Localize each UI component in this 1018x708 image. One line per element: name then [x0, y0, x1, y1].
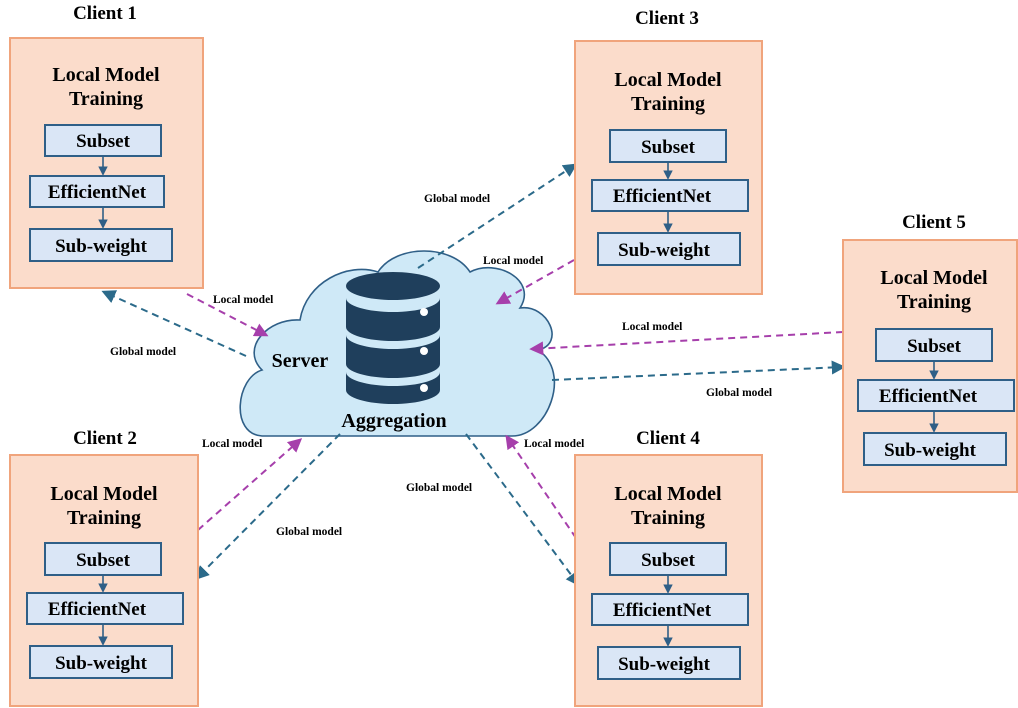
- local-model-arrow-client-3: [495, 259, 575, 305]
- global-model-label-client-1: Global model: [110, 346, 176, 358]
- client-title: Client 3: [635, 8, 699, 29]
- efficientnet-label: EfficientNet: [613, 600, 712, 621]
- client-2: Client 2 Local Model Training Subset Eff…: [9, 428, 199, 707]
- global-model-label-client-2: Global model: [276, 526, 342, 538]
- panel-title-line-1: Local Model: [614, 69, 722, 91]
- sub-weight-label: Sub-weight: [884, 440, 977, 461]
- sub-weight-box: [597, 646, 741, 680]
- connections: [101, 163, 846, 587]
- local-model-label-client-5: Local model: [622, 321, 682, 333]
- local-model-arrow-client-2: [197, 438, 303, 531]
- local-model-label-client-4: Local model: [524, 438, 584, 450]
- panel-title-line-2: Training: [631, 507, 705, 529]
- global-model-arrow-client-2: [195, 433, 341, 580]
- sub-weight-label: Sub-weight: [618, 654, 711, 675]
- efficientnet-label: EfficientNet: [48, 182, 147, 203]
- efficientnet-label: EfficientNet: [879, 386, 978, 407]
- global-model-arrow-client-1: [101, 290, 247, 357]
- efficientnet-box: [591, 179, 749, 212]
- local-model-label-client-2: Local model: [202, 438, 262, 450]
- local-model-label-client-1: Local model: [213, 294, 273, 306]
- sub-weight-label: Sub-weight: [55, 236, 148, 257]
- subset-box: [609, 542, 727, 576]
- subset-label: Subset: [76, 550, 131, 571]
- panel-title-line-1: Local Model: [880, 267, 988, 289]
- panel-title-line-2: Training: [631, 93, 705, 115]
- panel-title-line-2: Training: [69, 88, 143, 110]
- panel-title-line-2: Training: [67, 507, 141, 529]
- subset-label: Subset: [641, 137, 696, 158]
- sub-weight-label: Sub-weight: [55, 653, 148, 674]
- client-title: Client 2: [73, 428, 137, 449]
- panel-title-line-1: Local Model: [52, 64, 160, 86]
- sub-weight-box: [29, 645, 173, 679]
- global-model-label-client-3: Global model: [424, 193, 490, 205]
- database-icon: [346, 272, 440, 404]
- sub-weight-box: [597, 232, 741, 266]
- local-model-arrow-client-4: [505, 434, 577, 539]
- efficientnet-label: EfficientNet: [613, 186, 712, 207]
- efficientnet-label: EfficientNet: [48, 599, 147, 620]
- subset-label: Subset: [907, 336, 962, 357]
- local-model-arrow-client-5: [529, 331, 844, 356]
- client-title: Client 5: [902, 212, 966, 233]
- sub-weight-box: [863, 432, 1007, 466]
- efficientnet-box: [29, 175, 165, 208]
- subset-box: [44, 542, 162, 576]
- client-4: Client 4 Local Model Training Subset Eff…: [574, 428, 763, 707]
- local-model-arrow-client-1: [186, 293, 269, 337]
- subset-box: [44, 124, 162, 157]
- efficientnet-box: [591, 593, 749, 626]
- panel-title-line-2: Training: [897, 291, 971, 313]
- global-model-arrow-client-3: [417, 163, 578, 269]
- global-model-arrow-client-4: [465, 433, 580, 587]
- local-model-label-client-3: Local model: [483, 255, 543, 267]
- panel-title-line-1: Local Model: [50, 483, 158, 505]
- server-subtitle: Aggregation: [341, 410, 446, 432]
- subset-box: [875, 328, 993, 362]
- client-title: Client 1: [73, 3, 137, 24]
- sub-weight-box: [29, 228, 173, 262]
- client-3: Client 3 Local Model Training Subset Eff…: [574, 8, 763, 295]
- global-model-arrow-client-5: [551, 360, 846, 381]
- subset-box: [609, 129, 727, 163]
- efficientnet-box: [857, 379, 1015, 412]
- subset-label: Subset: [76, 131, 131, 152]
- global-model-label-client-5: Global model: [706, 387, 772, 399]
- efficientnet-box: [26, 592, 184, 625]
- server-cloud: Server Aggregation: [239, 250, 556, 437]
- subset-label: Subset: [641, 550, 696, 571]
- client-title: Client 4: [636, 428, 700, 449]
- server-title: Server: [272, 350, 329, 372]
- client-5: Client 5 Local Model Training Subset Eff…: [842, 212, 1018, 493]
- sub-weight-label: Sub-weight: [618, 240, 711, 261]
- panel-title-line-1: Local Model: [614, 483, 722, 505]
- client-1: Client 1 Local Model Training Subset Eff…: [9, 3, 204, 289]
- global-model-label-client-4: Global model: [406, 482, 472, 494]
- edge-labels: Local model Global model Local model Glo…: [110, 193, 772, 538]
